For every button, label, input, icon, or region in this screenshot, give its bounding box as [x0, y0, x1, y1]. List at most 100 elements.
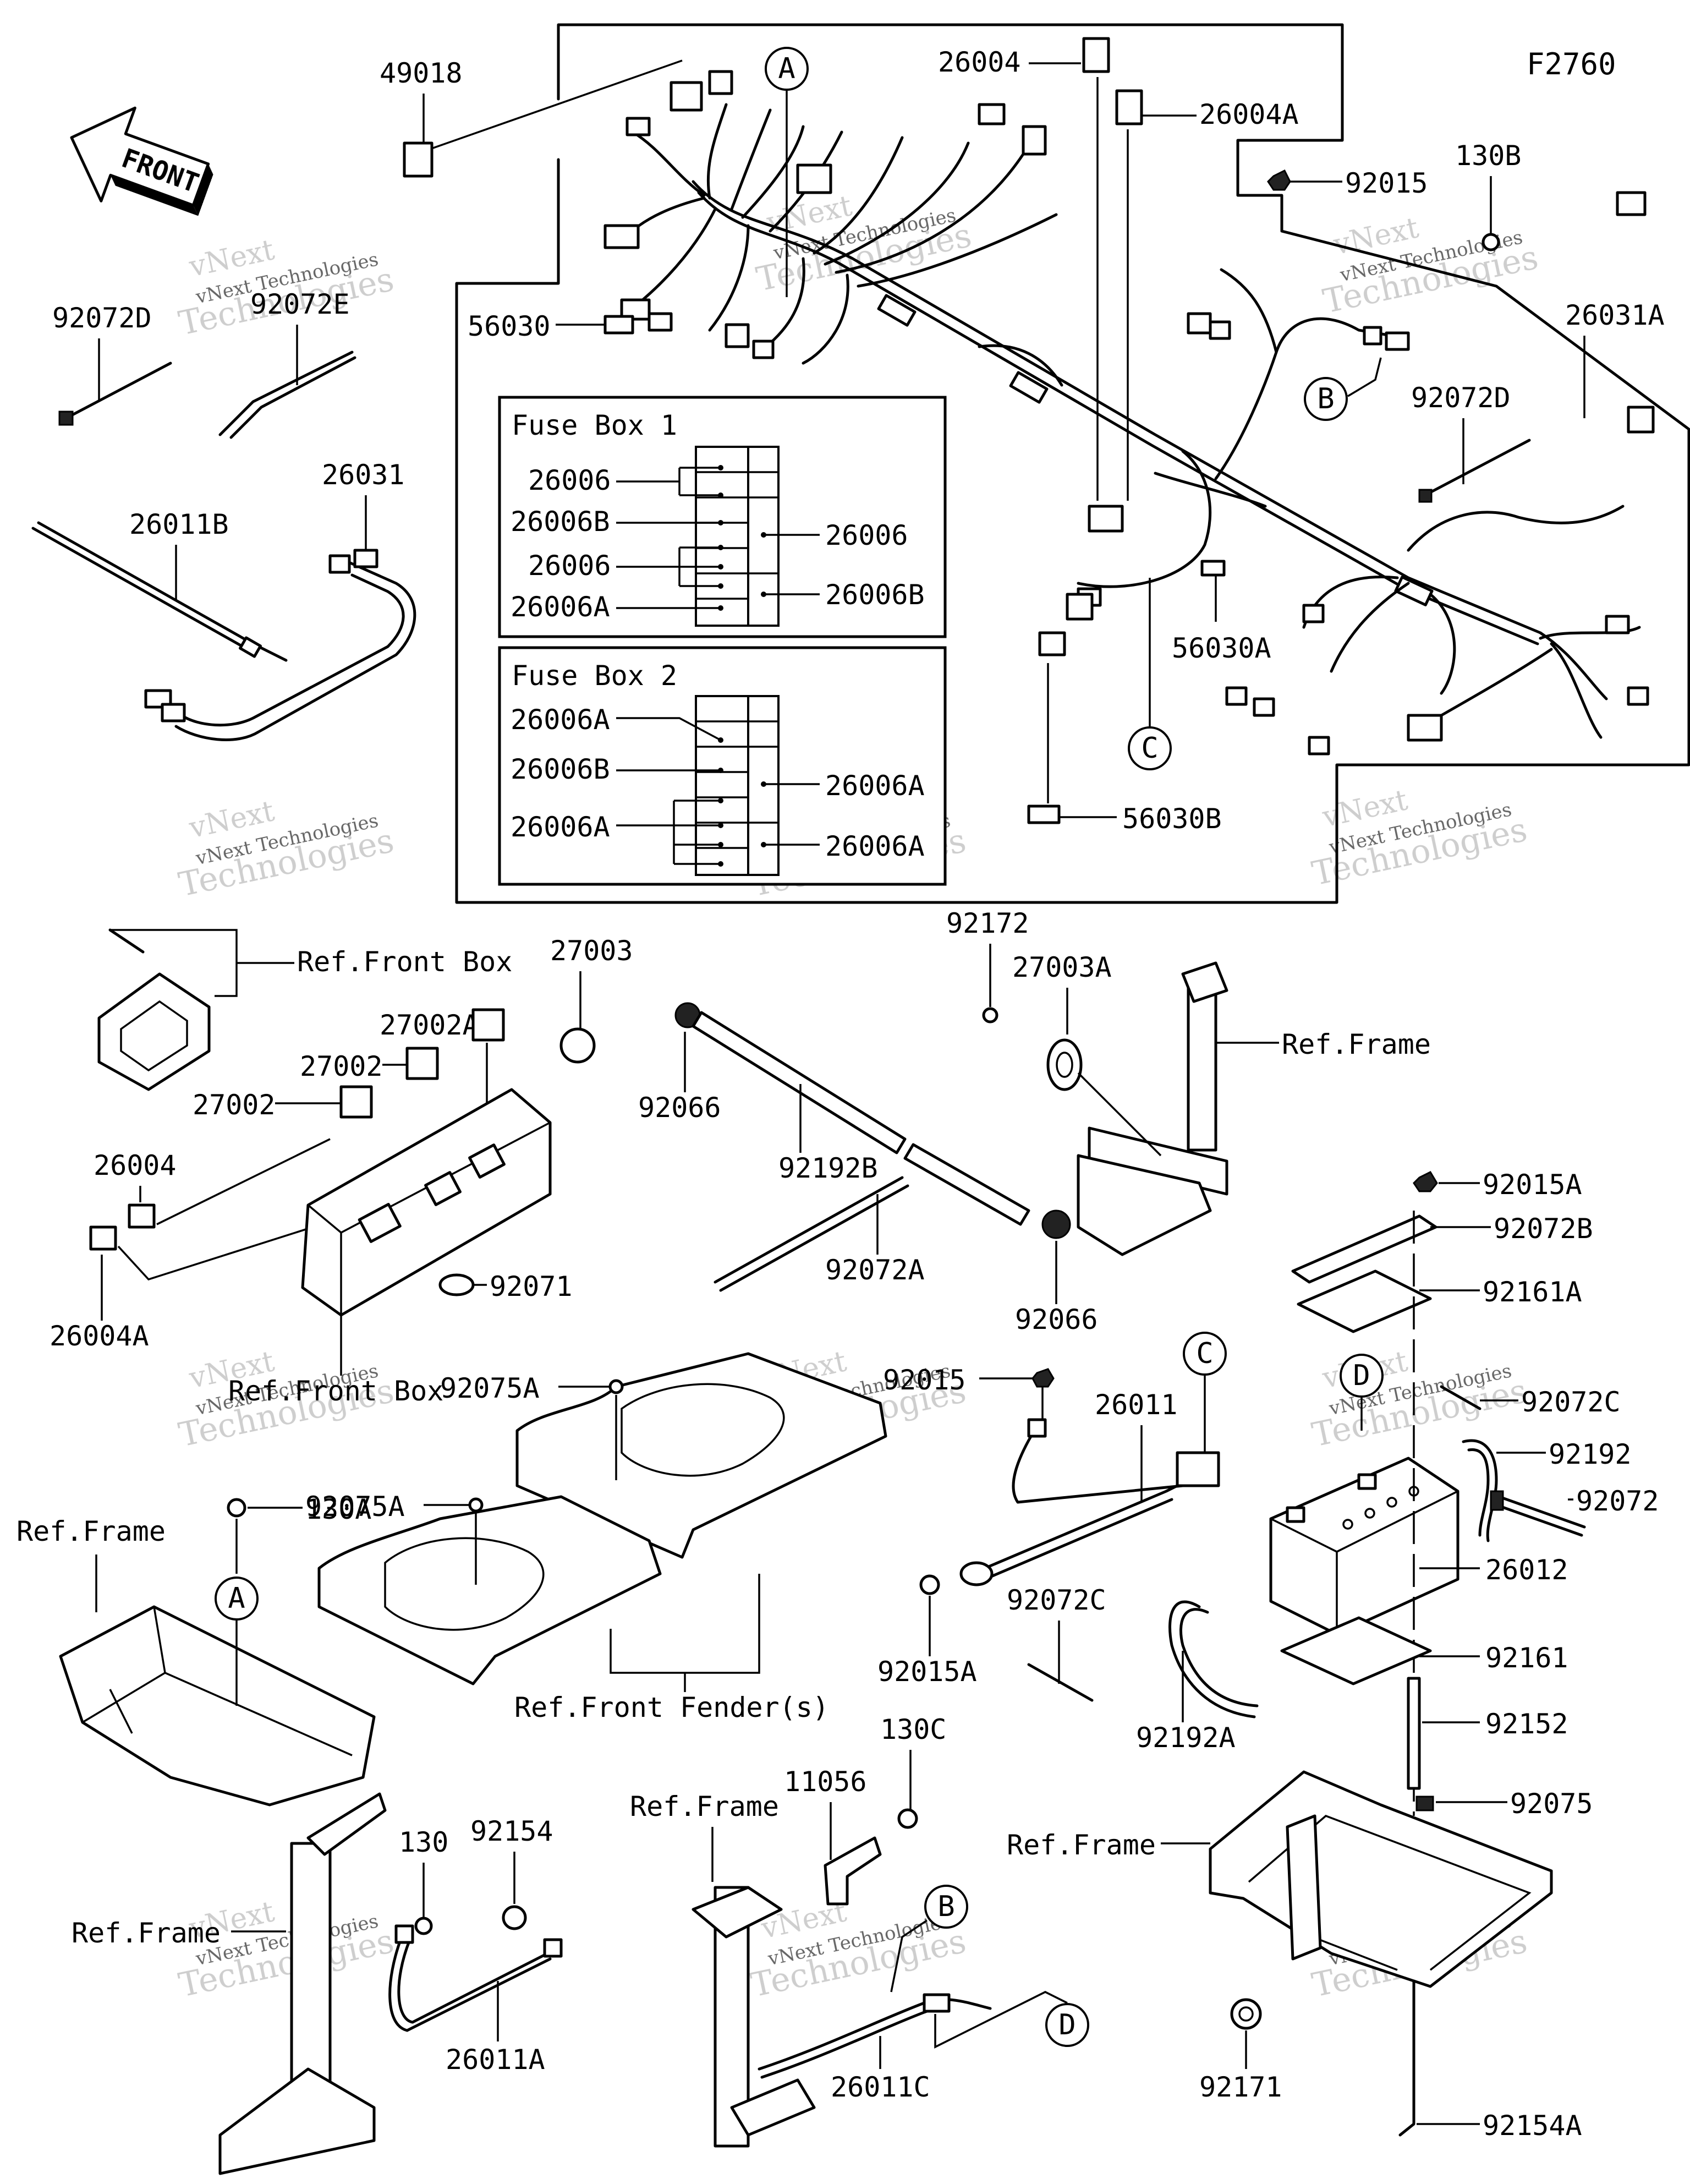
battery-cap: [1386, 1497, 1397, 1508]
callout-A: [765, 47, 809, 91]
fuse-label: 26006A: [825, 830, 925, 862]
center-parts: 92066 92192B 92066 92072A 92172 27003A R…: [638, 907, 1431, 1335]
harness-branch: [1154, 472, 1267, 508]
fuse-label: 26006A: [825, 770, 925, 802]
part-label-92072: 92072: [1576, 1485, 1659, 1517]
connector: [1363, 326, 1382, 346]
cable-tie-92072D: [64, 362, 172, 420]
callout-D: [1045, 2003, 1089, 2047]
terminal: [1027, 1418, 1047, 1438]
terminal-cover: [1176, 1451, 1220, 1487]
part-label-27002: 27002: [300, 1050, 383, 1082]
fender-left: [317, 1495, 662, 1685]
nut-92015A: [919, 1574, 940, 1595]
watermark: vNext vNext Technologies Technologies: [175, 795, 397, 904]
fuse-label: 26006: [528, 464, 611, 496]
fuse-relay-block: [1088, 505, 1124, 533]
connector: [670, 81, 703, 112]
cable-tie-92072A: [714, 1176, 904, 1284]
rod-92154A: [1398, 1979, 1415, 2137]
grommet-92066: [1041, 1209, 1071, 1239]
harness-sleeve: [1394, 576, 1434, 606]
tube-92192: [1462, 1439, 1498, 1542]
harness-26031: [180, 573, 405, 727]
connector: [1225, 686, 1248, 706]
relay-27002A: [471, 1008, 505, 1042]
callout-label: D: [1058, 2008, 1076, 2041]
cable-tie-92072D: [1423, 439, 1531, 497]
cable-26011: [983, 1498, 1173, 1581]
frame-crossbar: [1088, 1126, 1228, 1196]
pad-92161A: [1297, 1269, 1432, 1333]
part-label-26031A: 26031A: [1565, 299, 1665, 331]
cable-26011C-area: Ref.Frame 11056 130C B D 26011C: [630, 1714, 1089, 2148]
bolt-130C: [897, 1808, 918, 1829]
cable-26011C: [760, 2010, 929, 2079]
terminal: [543, 1938, 563, 1958]
tube-92192A: [1179, 1608, 1259, 1707]
bolt-92075A: [468, 1497, 484, 1513]
connector-26004A: [89, 1225, 117, 1251]
nut-92015A: [1413, 1171, 1438, 1192]
fuse-box-1: Fuse Box 1 26006 26006B 26006 26006A 260…: [498, 396, 947, 638]
frame-cap: [692, 1886, 783, 1939]
front-box-cover: [97, 972, 211, 1091]
battery-terminal: [1286, 1506, 1305, 1523]
cable-tie-92072: [1495, 1503, 1583, 1537]
cable-26011A-area: Ref.Frame 130 92154 26011A: [72, 1792, 563, 2175]
connector: [1407, 714, 1443, 742]
battery-cap: [1364, 1508, 1375, 1519]
connector: [603, 224, 640, 249]
connector: [1022, 125, 1047, 156]
connector: [328, 554, 351, 574]
rod-92152: [1407, 1677, 1421, 1790]
harness-sleeve: [1009, 371, 1049, 404]
part-label-26011C: 26011C: [831, 2071, 930, 2103]
harness-branch: [1429, 593, 1456, 695]
bracket-11056: [824, 1836, 882, 1906]
connector: [1627, 406, 1655, 434]
callout-label: D: [1353, 1359, 1370, 1392]
part-label-26031: 26031: [322, 459, 405, 491]
cable-tie-head: [1418, 489, 1433, 503]
connector: [708, 70, 733, 95]
connector-26004A: [1115, 89, 1143, 125]
fuse-label: 26006A: [511, 591, 610, 623]
part-label-92015A: 92015A: [877, 1656, 977, 1688]
part-label-92072C: 92072C: [1007, 1584, 1106, 1616]
label-56030A: [1200, 560, 1226, 577]
cable-26011-area: 92015 26011 C 92015A 92072C 92192A: [877, 1332, 1259, 1754]
clamp-detail: [1238, 2006, 1254, 2022]
connector-49018: [403, 141, 434, 178]
part-label-92192A: 92192A: [1136, 1722, 1236, 1754]
callout-B: [1304, 377, 1348, 421]
part-label-56030: 56030: [468, 310, 551, 342]
part-label-92172: 92172: [946, 907, 1029, 939]
callout-label: B: [1317, 382, 1334, 415]
label-56030B: [1027, 804, 1061, 824]
fuse-dot: [718, 520, 723, 526]
part-label-92154: 92154: [470, 1815, 553, 1847]
connector: [1066, 593, 1094, 621]
harness-branch: [978, 344, 1063, 387]
fuse-dot: [718, 545, 723, 550]
cable-tie-92072E: [218, 351, 354, 436]
part-label-92015: 92015: [1345, 167, 1428, 199]
connector: [1605, 615, 1630, 634]
battery-area: 92015A 92072B 92161A D 92072C 92192 9207…: [1007, 1169, 1659, 2142]
leader-ref-front-box: [110, 929, 294, 997]
cable-tie-92072C: [1440, 1385, 1482, 1410]
main-harness: [603, 70, 1655, 756]
bolt-130B: [1482, 233, 1500, 251]
fuse-label: 26006: [825, 519, 908, 551]
connector: [1616, 191, 1647, 216]
connector: [161, 703, 186, 722]
part-label-26004: 26004: [938, 46, 1021, 78]
part-label-130C: 130C: [880, 1714, 946, 1745]
part-label-92192: 92192: [1549, 1438, 1632, 1470]
harness-26031: [174, 560, 416, 741]
fuse-label: 26006A: [511, 704, 610, 736]
connector: [752, 340, 775, 359]
part-label-26004A: 26004A: [50, 1320, 149, 1352]
part-label-92072C: 92072C: [1521, 1386, 1621, 1418]
